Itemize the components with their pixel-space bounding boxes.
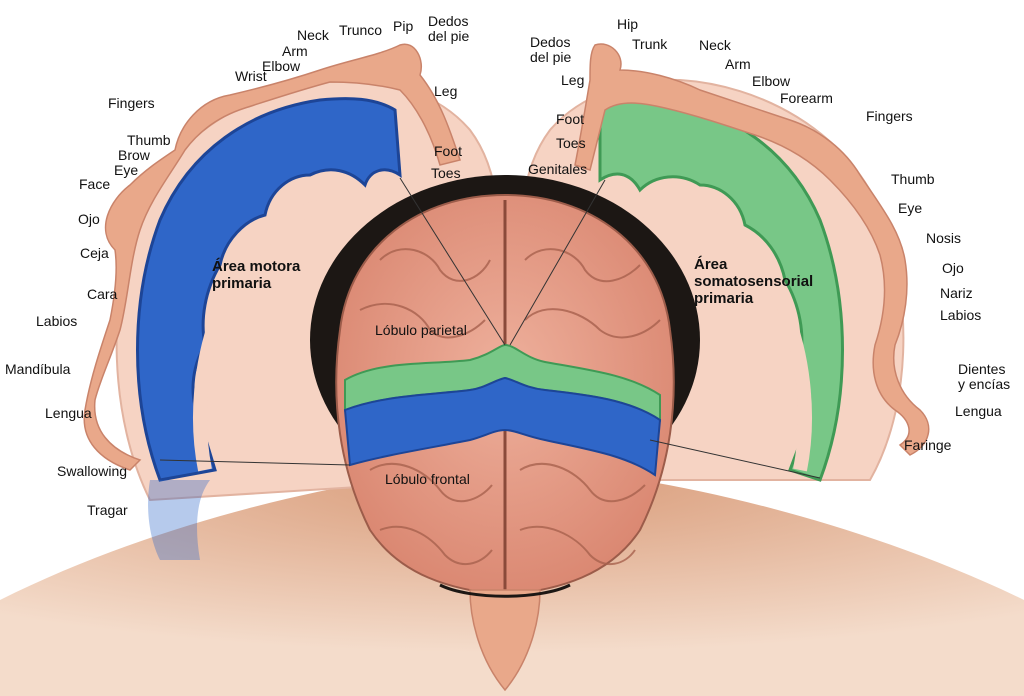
- sensory-label-leg: Leg: [561, 72, 585, 88]
- sensory-label-genitales: Genitales: [528, 161, 588, 177]
- motor-label-foot: Foot: [434, 143, 463, 159]
- sensory-label-foot: Foot: [556, 111, 585, 127]
- motor-label-dedos-del-pie: Dedos del pie: [428, 13, 470, 44]
- sensory-label-labios: Labios: [940, 307, 982, 323]
- motor-strip: [136, 97, 402, 482]
- sensory-label-elbow: Elbow: [752, 73, 791, 89]
- motor-label-eye: Eye: [114, 162, 139, 178]
- motor-label-neck: Neck: [297, 27, 329, 43]
- motor-label-elbow: Elbow: [262, 58, 301, 74]
- brain-motor-band: [343, 376, 662, 477]
- motor-label-ojo: Ojo: [78, 211, 100, 227]
- motor-label-trunco: Trunco: [339, 22, 383, 38]
- motor-label-fingers: Fingers: [108, 95, 155, 111]
- motor-label-labios: Labios: [36, 313, 78, 329]
- sensory-label-arm: Arm: [725, 56, 751, 72]
- sensory-label-dientes-y-encias: Dientes y encías: [958, 361, 1011, 392]
- sensory-label-fingers: Fingers: [866, 108, 913, 124]
- face: [469, 589, 541, 692]
- motor-label-leg: Leg: [434, 83, 458, 99]
- motor-label-pip: Pip: [393, 18, 414, 34]
- sensory-strip: [598, 97, 844, 482]
- motor-homunculus: [83, 43, 461, 471]
- sensory-label-trunk: Trunk: [632, 36, 668, 52]
- motor-label-mandibula: Mandíbula: [5, 361, 71, 377]
- sensory-label-thumb: Thumb: [891, 171, 935, 187]
- sensory-label-faringe: Faringe: [904, 437, 952, 453]
- motor-area-title: Área motora primaria: [212, 258, 301, 292]
- sensory-label-eye: Eye: [898, 200, 923, 216]
- sensory-label-nariz: Nariz: [940, 285, 973, 301]
- parietal-lobe-label: Lóbulo parietal: [375, 322, 467, 338]
- motor-label-arm: Arm: [282, 43, 308, 59]
- motor-label-wrist: Wrist: [235, 68, 267, 84]
- sensory-label-neck: Neck: [699, 37, 731, 53]
- motor-label-ceja: Ceja: [80, 245, 109, 261]
- motor-label-toes: Toes: [431, 165, 461, 181]
- sensory-label-nosis: Nosis: [926, 230, 962, 246]
- motor-label-swallowing: Swallowing: [57, 463, 128, 479]
- sensory-area-title: Área somatosensorial primaria: [694, 256, 814, 307]
- sensory-label-forearm: Forearm: [780, 90, 833, 106]
- sensory-homunculus: [574, 43, 930, 456]
- sensory-label-dedos-del-pie: Dedos del pie: [530, 34, 572, 65]
- sensory-label-lengua: Lengua: [955, 403, 1002, 419]
- sensory-label-ojo: Ojo: [942, 260, 964, 276]
- sensory-label-hip: Hip: [617, 16, 639, 32]
- sensory-label-toes: Toes: [556, 135, 586, 151]
- motor-label-face: Face: [79, 176, 111, 192]
- motor-label-cara: Cara: [87, 286, 118, 302]
- motor-label-lengua: Lengua: [45, 405, 92, 421]
- motor-label-tragar: Tragar: [87, 502, 128, 518]
- motor-label-thumb: Thumb: [127, 132, 171, 148]
- motor-label-brow: Brow: [118, 147, 150, 163]
- frontal-lobe-label: Lóbulo frontal: [385, 471, 470, 487]
